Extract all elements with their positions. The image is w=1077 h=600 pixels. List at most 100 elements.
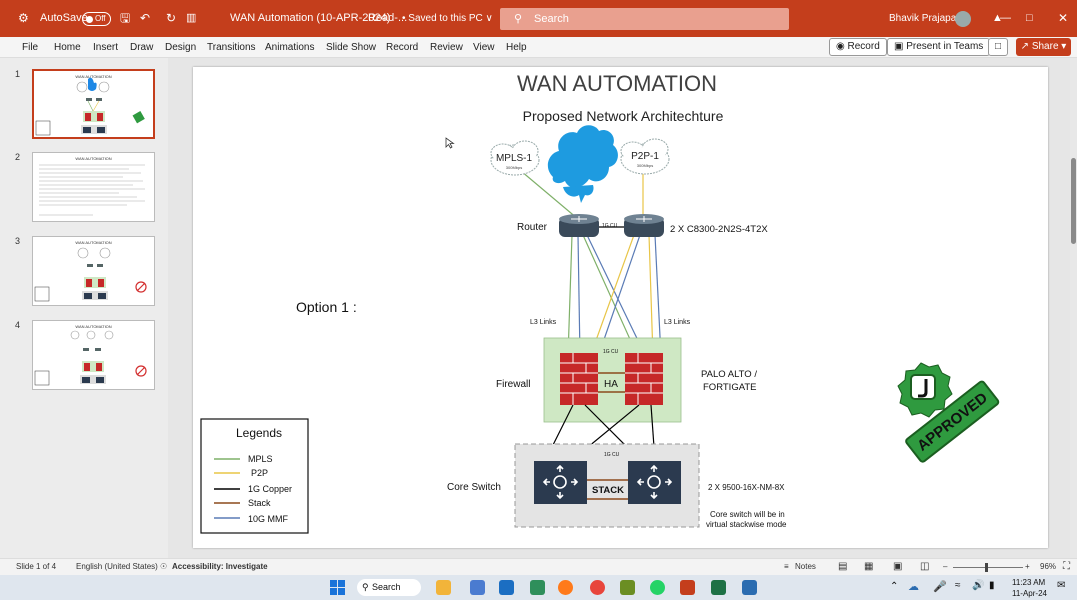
windows-start-icon[interactable] xyxy=(330,580,345,595)
zoom-level[interactable]: 96% xyxy=(1040,562,1057,571)
notepad-icon[interactable] xyxy=(530,580,545,595)
taskbar-search[interactable]: ⚲ Search xyxy=(357,579,421,596)
tab-file[interactable]: File xyxy=(22,42,39,53)
outlook-icon[interactable] xyxy=(499,580,514,595)
fit-to-window-icon[interactable]: ⛶ xyxy=(1063,561,1070,572)
router-icon xyxy=(559,214,599,237)
save-icon[interactable]: 🖫 xyxy=(120,11,131,25)
mpls-cloud-label: MPLS-1 xyxy=(496,153,533,164)
slideshow-view-icon[interactable]: ◫ xyxy=(920,561,930,572)
zoom-out-button[interactable]: – xyxy=(943,562,948,571)
normal-view-icon[interactable]: ▤ xyxy=(838,561,848,572)
thumbnail-text-lines xyxy=(39,164,145,216)
slide-sorter-icon[interactable]: ▦ xyxy=(864,561,874,572)
tab-draw[interactable]: Draw xyxy=(130,42,154,53)
record-button[interactable]: ◉ Record xyxy=(829,38,887,56)
app-logo-icon: ⚙ xyxy=(18,11,29,25)
tab-transitions[interactable]: Transitions xyxy=(207,42,256,53)
tab-home[interactable]: Home xyxy=(54,42,81,53)
zoom-in-button[interactable]: + xyxy=(1025,562,1030,571)
saved-status[interactable]: • Saved to this PC ∨ xyxy=(402,13,493,24)
powerpoint-icon[interactable] xyxy=(680,580,695,595)
thumbnail-diagram xyxy=(34,247,147,302)
thumbnail-title: WAN AUTOMATION xyxy=(75,240,112,245)
present-in-teams-button[interactable]: ▣ Present in Teams xyxy=(887,38,991,56)
ribbon-display-icon[interactable]: ▲ xyxy=(992,12,1003,24)
thumbnail-title: WAN AUTOMATION xyxy=(75,74,112,79)
notes-button[interactable]: Notes xyxy=(795,562,816,571)
firewall-vendor-line2: FORTIGATE xyxy=(703,382,756,393)
paint-app-icon[interactable] xyxy=(620,580,635,595)
router-model: 2 X C8300-2N2S-4T2X xyxy=(670,224,768,235)
search-placeholder: Search xyxy=(534,13,569,25)
l3-link xyxy=(577,234,581,358)
battery-icon[interactable]: ▮ xyxy=(989,580,995,591)
onedrive-icon[interactable]: ☁ xyxy=(908,581,919,593)
thumbnail-number: 3 xyxy=(15,236,21,246)
user-name[interactable]: Bhavik Prajapati xyxy=(889,13,962,24)
accessibility-icon: ☉ xyxy=(160,562,168,571)
minimize-button[interactable]: — xyxy=(1000,12,1011,24)
microphone-icon[interactable]: 🎤 xyxy=(933,581,947,593)
slide-title: WAN AUTOMATION xyxy=(517,71,717,96)
chrome-icon[interactable] xyxy=(590,580,605,595)
slide-thumbnail-4[interactable]: WAN AUTOMATION xyxy=(32,320,155,390)
autosave-toggle[interactable]: Off xyxy=(82,12,111,26)
tab-view[interactable]: View xyxy=(473,42,495,53)
document-mode: Read-... xyxy=(368,12,408,24)
wifi-icon[interactable]: ≈ xyxy=(955,580,961,591)
notes-icon: ≡ xyxy=(784,562,789,571)
network-app-icon[interactable] xyxy=(470,580,485,595)
core-switch-icon xyxy=(534,461,587,504)
router-icon xyxy=(624,214,664,237)
tab-design[interactable]: Design xyxy=(165,42,197,53)
show-hidden-icons[interactable]: ⌃ xyxy=(890,581,899,592)
file-explorer-icon[interactable] xyxy=(436,580,451,595)
mouse-pointer-icon xyxy=(445,137,455,149)
undo-icon[interactable]: ↶ xyxy=(140,11,151,25)
volume-icon[interactable]: 🔊 xyxy=(972,580,985,591)
zoom-slider[interactable] xyxy=(953,567,1023,568)
accessibility-status[interactable]: Accessibility: Investigate xyxy=(172,562,268,571)
notifications-icon[interactable]: ✉ xyxy=(1057,580,1066,591)
tab-animations[interactable]: Animations xyxy=(265,42,315,53)
redo-icon[interactable]: ↻ xyxy=(166,11,177,25)
reading-view-icon[interactable]: ▣ xyxy=(893,561,903,572)
snipping-tool-icon[interactable] xyxy=(742,580,757,595)
clock-time[interactable]: 11:23 AM xyxy=(1012,578,1046,587)
whatsapp-icon[interactable] xyxy=(650,580,665,595)
slide-thumbnail-2[interactable]: WAN AUTOMATION xyxy=(32,152,155,222)
zoom-slider-thumb[interactable] xyxy=(985,563,988,572)
share-button[interactable]: ↗ Share ▾ xyxy=(1016,38,1071,56)
slide-count[interactable]: Slide 1 of 4 xyxy=(16,562,57,571)
firewall-vendor-line1: PALO ALTO / xyxy=(701,369,757,380)
clock-date[interactable]: 11-Apr-24 xyxy=(1012,589,1047,598)
language-indicator[interactable]: English (United States) xyxy=(76,562,158,571)
thumbnail-diagram xyxy=(35,77,145,136)
slide-canvas[interactable]: WAN AUTOMATION Proposed Network Architec… xyxy=(193,67,1048,548)
maximize-button[interactable]: □ xyxy=(1026,12,1033,24)
tab-help[interactable]: Help xyxy=(506,42,527,53)
slide-thumbnail-3[interactable]: WAN AUTOMATION xyxy=(32,236,155,306)
firefox-icon[interactable] xyxy=(558,580,573,595)
tab-review[interactable]: Review xyxy=(430,42,463,53)
scrollbar-thumb[interactable] xyxy=(1071,158,1076,244)
comments-button[interactable]: □ xyxy=(988,38,1009,56)
slide-thumbnail-1[interactable]: WAN AUTOMATION xyxy=(32,69,155,139)
legend-title: Legends xyxy=(236,426,282,440)
present-from-start-icon[interactable]: ▥ xyxy=(186,12,197,24)
vertical-scrollbar[interactable] xyxy=(1070,58,1077,558)
search-box[interactable]: ⚲ Search xyxy=(500,8,789,30)
slide-thumbnail-pane xyxy=(0,58,168,558)
tab-slide-show[interactable]: Slide Show xyxy=(326,42,377,53)
tab-insert[interactable]: Insert xyxy=(93,42,119,53)
close-button[interactable]: ✕ xyxy=(1058,11,1069,25)
l3-links-left: L3 Links xyxy=(530,319,557,326)
legend-label: Stack xyxy=(248,498,271,508)
avatar[interactable] xyxy=(955,11,971,27)
taskbar-search-label: Search xyxy=(372,582,401,592)
excel-icon[interactable] xyxy=(711,580,726,595)
router-link-label: 1G CU xyxy=(602,223,618,229)
tab-record[interactable]: Record xyxy=(386,42,419,53)
title-bar: ⚙ AutoSave Off 🖫 ↶ ↻ ▥ WAN Automation (1… xyxy=(0,0,1077,37)
